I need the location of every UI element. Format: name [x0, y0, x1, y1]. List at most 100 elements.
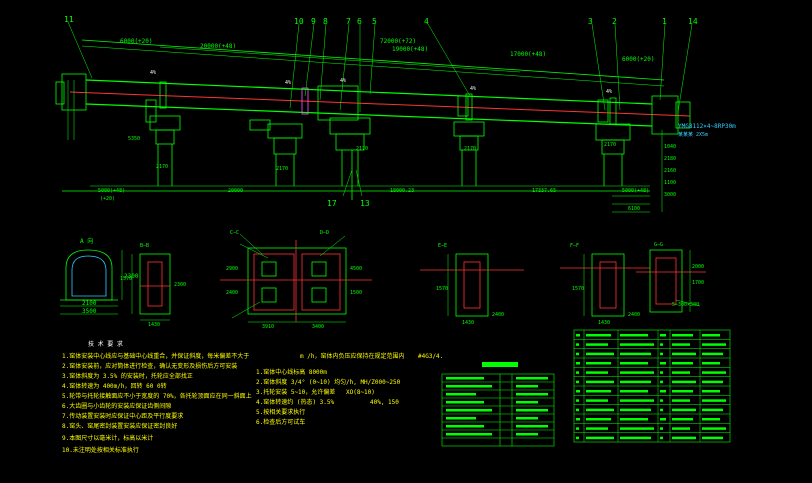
note-line: 5.按相关要求执行 [256, 408, 305, 416]
parts-table-cell-text [702, 362, 720, 365]
item-number: 5 [372, 17, 377, 26]
title-block-cell-text [446, 409, 492, 412]
top-dim-line-2 [81, 45, 665, 87]
parts-table-cell-text [672, 343, 690, 346]
title-block-cell-text [516, 385, 538, 388]
dimension-text: 1570 [436, 286, 448, 292]
dimension-text: 17337.65 [532, 188, 556, 194]
item-number: 13 [360, 199, 370, 208]
top-dim-line-3 [159, 46, 521, 73]
elevation-text: 2170 [464, 146, 476, 152]
dimension-text: 2400 [492, 312, 504, 318]
parts-table-cell-text [576, 408, 579, 412]
parts-table-cell-text [586, 362, 611, 365]
parts-table-cell-text [576, 362, 580, 365]
title-block [441, 373, 555, 447]
note-line: 5.轮带与托轮接触面应不小于宽度的 70%，各托轮顶面应在同一斜面上 [62, 392, 252, 400]
parts-table-cell-text [702, 352, 723, 356]
note-line: 8.窑头、窑尾密封装置安装应保证密封良好 [62, 422, 177, 430]
parts-table-cell-text [620, 399, 654, 402]
dimension-text: 3500 [82, 308, 97, 315]
elevation-text: 2170 [604, 142, 616, 148]
parts-table-cell-text [660, 436, 663, 440]
slope-labels: 4% 4% 4% 4% 4% [150, 70, 612, 95]
section-view-f-labels: G—G 2000 1700 5—300×300 [654, 242, 704, 308]
title-block-cell-text [516, 393, 548, 396]
item-number: 4 [424, 17, 429, 26]
dimension-text: 2180 [664, 156, 676, 162]
parts-table-cell-text [672, 427, 690, 430]
dimension-text: 1500 [350, 290, 362, 296]
item-number: 9 [311, 17, 316, 26]
dimension-text: 19000(+48) [392, 46, 428, 53]
item-number: 17 [327, 199, 337, 208]
parts-table-cell-text [660, 418, 666, 421]
title-block-cell-text [446, 393, 476, 396]
parts-table-cell-text [672, 362, 693, 365]
section-view-b [131, 253, 171, 321]
parts-table-cell-text [620, 380, 651, 384]
note-line: m /h，窑体内负压应保持在规定范围内 [300, 352, 404, 360]
parts-table-cell-text [702, 408, 723, 412]
note-line: /h, MH/Z000~250 [346, 379, 401, 386]
parts-table-cell-text [672, 399, 690, 402]
elevation-text: 2170 [276, 166, 288, 172]
kiln-tail-housing [651, 95, 679, 135]
dimension-text: 1430 [462, 320, 474, 326]
girth-gear [317, 85, 359, 121]
item-number: 6 [357, 17, 362, 26]
title-block-cell-text [516, 433, 538, 436]
parts-table-cell-text [576, 399, 579, 402]
item-number: 11 [64, 15, 74, 24]
drive-motor [249, 119, 271, 131]
dimension-text: 2000 [692, 264, 704, 270]
note-line: 6.检查后方可试车 [256, 418, 305, 426]
dimension-text: 18000.23 [390, 188, 414, 194]
support-pier-4 [453, 95, 485, 186]
support-pier-1 [145, 99, 181, 186]
kiln-axis-line [69, 91, 691, 117]
parts-table-cell-text [586, 436, 614, 440]
parts-table-cell-text [620, 371, 654, 374]
parts-table-cell-text [660, 390, 666, 393]
technical-notes: 技 术 要 求 1.窑体安装中心线应与基础中心线重合，并保证斜度，每米偏差不大于… [62, 340, 443, 454]
section-title: C—C [230, 230, 239, 236]
section-view-a [60, 249, 123, 315]
parts-table-cell-text [586, 343, 608, 346]
title-block-cell-text [446, 385, 492, 388]
title-block-cell-text [446, 433, 492, 436]
top-dimension-texts: 6000(+20) 20000(+48) 72000(+72) 19000(+4… [120, 38, 655, 63]
parts-table-cell-text [620, 418, 648, 421]
top-dim-line-1 [81, 39, 665, 81]
parts-table-cell-text [702, 418, 720, 421]
note-line: 1.窑体中心线标高 8000m [256, 368, 327, 376]
dimension-text: 2400 [226, 290, 238, 296]
section-title: A 向 [80, 237, 93, 245]
title-block-cell-text [516, 401, 538, 404]
title-block-cell-text [516, 425, 548, 428]
parts-table-cell-text [620, 352, 651, 356]
dimension-text: (+20) [100, 196, 115, 202]
section-view-e-labels: F—F 1570 1430 2400 [570, 243, 640, 326]
kiln-elevation-view [55, 39, 691, 213]
note-line: 4.窑体转速约 (热态) 3.5% [256, 398, 335, 406]
parts-table-cell-text [702, 427, 726, 430]
section-title: F—F [570, 243, 579, 249]
dimension-text: 2300 [124, 273, 139, 280]
note-line: 10.未注明处按相关标准执行 [62, 446, 139, 454]
callout-text: YMG8112×4~8RP30m [678, 123, 736, 130]
parts-table-cell-text [660, 371, 663, 374]
dimension-text: 3400 [312, 324, 324, 330]
parts-table-cell-text [660, 427, 663, 430]
note-line: 6.大齿圈与小齿轮的安装应保证齿侧间隙 [62, 402, 171, 410]
dimension-text: 1430 [148, 322, 160, 328]
parts-table-cell-text [620, 343, 654, 346]
title-block-header-bar [482, 362, 518, 367]
dimension-text: 17000(+48) [510, 51, 546, 58]
dimension-text: 20000(+48) [200, 43, 236, 50]
item-number: 2 [612, 17, 617, 26]
parts-table-cell-text [672, 352, 696, 356]
parts-table-cell-text [586, 371, 608, 374]
